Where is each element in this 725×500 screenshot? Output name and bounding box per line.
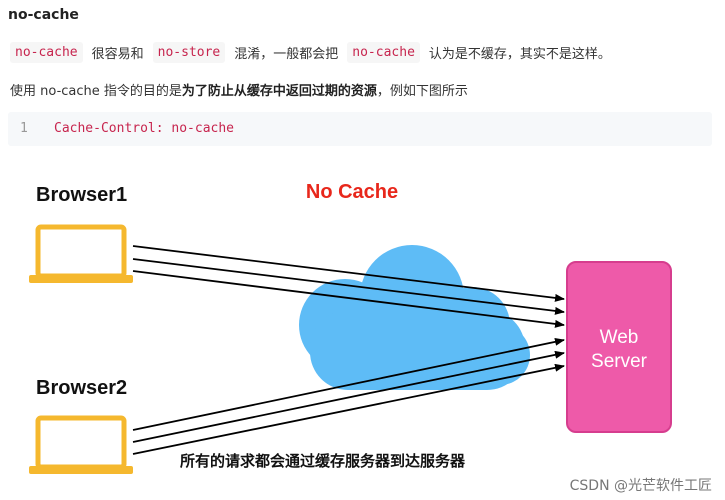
- inline-code-no-store: no-store: [152, 42, 226, 63]
- code-line-number: 1: [20, 121, 28, 136]
- request-arrow: [132, 337, 565, 431]
- diagram-title: No Cache: [306, 181, 398, 203]
- article-heading: no-cache: [8, 7, 79, 23]
- para1-text-1: 很容易和: [91, 47, 144, 62]
- paragraph-no-cache-confusion: no-cache 很容易和 no-store 混淆，一般都会把 no-cache…: [10, 42, 611, 63]
- server-label-server: Server: [591, 351, 648, 372]
- cloud-icon: [299, 245, 530, 390]
- request-arrows: [132, 245, 565, 455]
- request-arrow: [132, 363, 565, 455]
- server-icon: Web Server: [566, 261, 672, 433]
- inline-code-no-cache: no-cache: [10, 42, 83, 63]
- browser1-label: Browser1: [36, 184, 127, 206]
- code-block[interactable]: 1 Cache-Control: no-cache: [8, 112, 712, 146]
- laptop-icon: [29, 415, 133, 474]
- server-label-web: Web: [600, 327, 639, 348]
- no-cache-diagram: No Cache Browser1 Browser2 Web Server 所有…: [29, 181, 712, 494]
- request-arrow: [132, 350, 565, 443]
- para2-text-2: ，例如下图所示: [376, 84, 468, 99]
- para2-bold-text: 为了防止从缓存中返回过期的资源: [181, 84, 377, 99]
- browser2-label: Browser2: [36, 377, 127, 399]
- code-line: Cache-Control: no-cache: [54, 121, 235, 136]
- laptop-icon: [29, 224, 133, 283]
- request-arrow: [132, 258, 565, 315]
- inline-code-no-cache-2: no-cache: [347, 42, 420, 63]
- para1-text-3: 认为是不缓存，其实不是这样。: [428, 47, 611, 62]
- paragraph-purpose: 使用 no-cache 指令的目的是 为了防止从缓存中返回过期的资源 ，例如下图…: [10, 80, 468, 99]
- request-arrow: [132, 245, 565, 302]
- para1-text-2: 混淆，一般都会把: [234, 47, 339, 62]
- diagram-caption: 所有的请求都会通过缓存服务器到达服务器: [180, 452, 466, 470]
- request-arrow: [132, 270, 565, 328]
- watermark: CSDN @光芒软件工匠: [570, 478, 712, 494]
- para2-text-1: 使用 no-cache 指令的目的是: [10, 84, 182, 99]
